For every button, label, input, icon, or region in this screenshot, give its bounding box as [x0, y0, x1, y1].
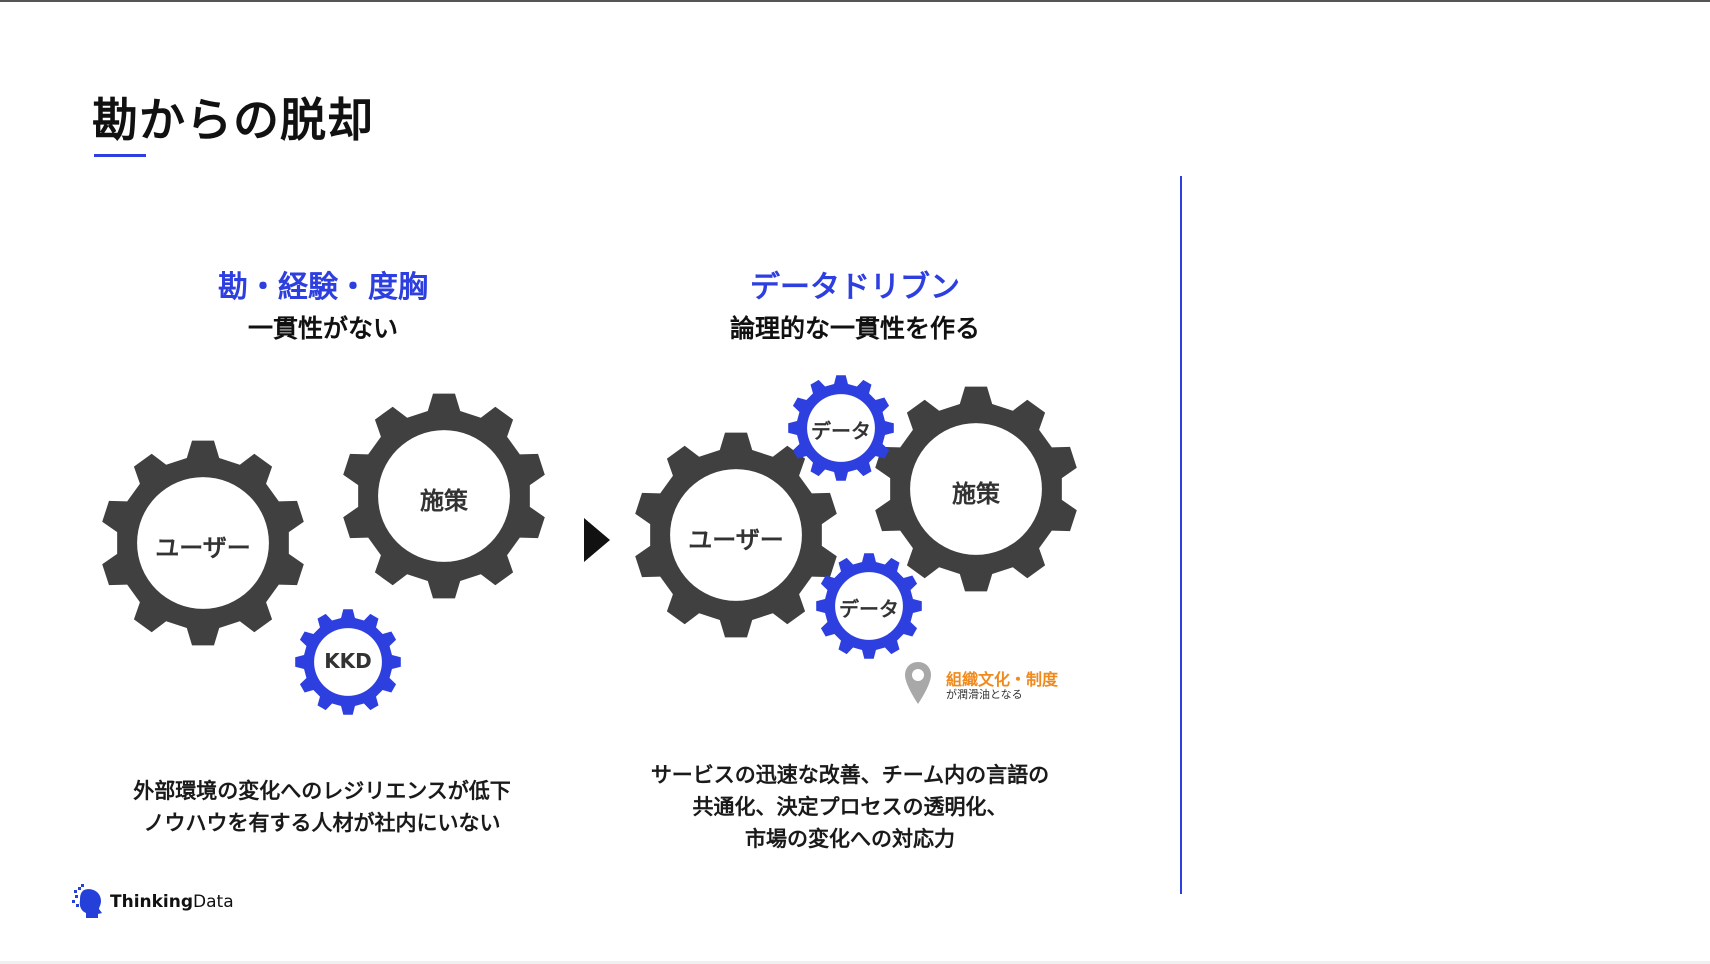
- left-caption-line: ノウハウを有する人材が社内にいない: [143, 811, 501, 835]
- gear-icon: [102, 440, 304, 646]
- annotation-title: 組織文化・制度: [946, 670, 1059, 689]
- brain-head-icon: [72, 884, 102, 918]
- play-arrow-icon: [584, 518, 610, 562]
- right-caption-line: 共通化、決定プロセスの透明化、: [692, 795, 1008, 819]
- gear-icon: [295, 609, 401, 715]
- gear-left-user: ユーザー: [100, 440, 306, 646]
- gear-right-measure: 施策: [873, 386, 1079, 592]
- right-caption: サービスの迅速な改善、チーム内の言語の 共通化、決定プロセスの透明化、 市場の変…: [570, 759, 1130, 855]
- gear-left-kkd: KKD: [295, 609, 401, 715]
- vertical-divider: [1180, 176, 1182, 894]
- left-heading: 勘・経験・度胸: [218, 270, 428, 305]
- right-subheading: 論理的な一貫性を作る: [729, 314, 980, 343]
- logo-text-data: Data: [193, 892, 234, 912]
- annotation-subtitle: が潤滑油となる: [946, 688, 1023, 701]
- logo-wordmark: ThinkingData: [110, 892, 234, 912]
- left-caption-line: 外部環境の変化へのレジリエンスが低下: [133, 779, 511, 803]
- left-subheading: 一貫性がない: [247, 314, 398, 343]
- gear-icon: [788, 375, 894, 481]
- title-underline: [94, 154, 146, 157]
- map-pin-icon: [905, 662, 931, 704]
- slide-title: 勘からの脱却: [92, 93, 374, 147]
- bottom-border: [0, 961, 1710, 964]
- gear-icon: [343, 393, 545, 599]
- gear-right-user: ユーザー: [633, 432, 839, 638]
- gear-right-data-bottom: データ: [816, 553, 922, 659]
- gear-label-data: データ: [811, 419, 871, 443]
- gear-label-measure: 施策: [420, 487, 468, 515]
- gear-label-kkd: KKD: [324, 649, 372, 673]
- gear-icon: [875, 386, 1077, 592]
- left-caption: 外部環境の変化へのレジリエンスが低下 ノウハウを有する人材が社内にいない: [42, 775, 602, 839]
- gear-icon: [635, 432, 837, 638]
- right-heading: データドリブン: [750, 270, 960, 305]
- thinkingdata-logo: ThinkingData: [72, 884, 234, 920]
- gear-right-data-top: データ: [788, 375, 894, 481]
- gear-label-user: ユーザー: [688, 526, 784, 554]
- gear-icon: [816, 553, 922, 659]
- gear-label-measure: 施策: [952, 480, 1000, 508]
- gear-label-data: データ: [839, 597, 899, 621]
- right-caption-line: 市場の変化への対応力: [745, 827, 955, 851]
- gear-left-measure: 施策: [341, 393, 547, 599]
- logo-text-thinking: Thinking: [110, 892, 194, 912]
- top-border: [0, 0, 1710, 2]
- right-caption-line: サービスの迅速な改善、チーム内の言語の: [650, 763, 1050, 787]
- gear-label-user: ユーザー: [155, 534, 251, 562]
